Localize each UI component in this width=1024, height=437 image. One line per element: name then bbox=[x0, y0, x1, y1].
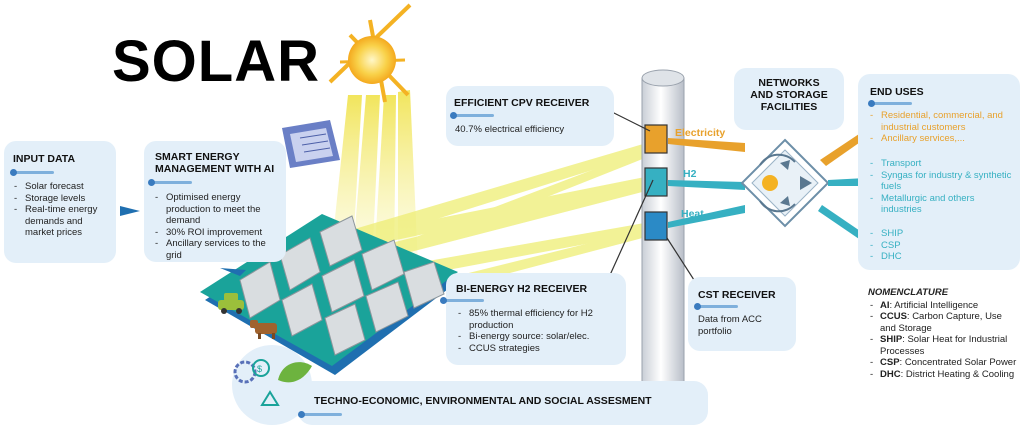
list-item: Ancillary services to the grid bbox=[155, 238, 281, 261]
h2-receiver-list: 85% thermal efficiency for H2 production… bbox=[458, 308, 620, 354]
nomenclature-title: NOMENCLATURE bbox=[868, 287, 949, 298]
abbr: SHIP bbox=[880, 334, 903, 345]
abbr: DHC bbox=[880, 368, 901, 380]
end-uses-heat-list: SHIP CSP DHC bbox=[870, 228, 1016, 263]
list-item: CSP bbox=[870, 240, 1016, 252]
definition: : Artificial Intelligence bbox=[889, 299, 979, 311]
svg-text:$: $ bbox=[257, 364, 262, 374]
input-arrow-icon bbox=[120, 206, 140, 216]
definition: : Carbon Capture, Use and Storage bbox=[880, 311, 1002, 334]
smart-energy-list: Optimised energy production to meet the … bbox=[155, 192, 281, 261]
smart-energy-title: SMART ENERGY MANAGEMENT WITH AI bbox=[155, 151, 275, 175]
end-use-arrows bbox=[818, 132, 866, 241]
list-item: 30% ROI improvement bbox=[155, 227, 281, 239]
cpv-receiver-box: EFFICIENT CPV RECEIVER 40.7% electrical … bbox=[446, 86, 614, 146]
abbr: CCUS bbox=[880, 311, 907, 322]
networks-title: NETWORKS AND STORAGE FACILITIES bbox=[750, 77, 828, 113]
end-uses-box: END USES Residential, commercial, and in… bbox=[858, 74, 1020, 270]
recycle-icon bbox=[260, 390, 280, 406]
assessment-title: TECHNO-ECONOMIC, ENVIRONMENTAL AND SOCIA… bbox=[314, 395, 652, 407]
list-item: SHIP bbox=[870, 228, 1016, 240]
list-item: Solar forecast bbox=[14, 181, 114, 193]
list-item: Storage levels bbox=[14, 193, 114, 205]
heliostat-icon bbox=[239, 215, 445, 356]
h2-receiver-title: BI-ENERGY H2 RECEIVER bbox=[456, 283, 588, 295]
electricity-label: Electricity bbox=[675, 127, 726, 139]
list-item: Syngas for industry & synthetic fuels bbox=[870, 170, 1016, 193]
definition: : District Heating & Cooling bbox=[900, 368, 1015, 380]
nomenclature: NOMENCLATURE AI: Artificial Intelligence… bbox=[868, 287, 1020, 380]
flow-arrows bbox=[668, 138, 745, 228]
input-data-underline bbox=[10, 169, 54, 176]
list-item: DHC: District Heating & Cooling bbox=[868, 369, 1020, 381]
list-item: DHC bbox=[870, 251, 1016, 263]
list-item: AI: Artificial Intelligence bbox=[868, 300, 1020, 312]
smart-energy-box: SMART ENERGY MANAGEMENT WITH AI Optimise… bbox=[144, 141, 286, 262]
input-data-title: INPUT DATA bbox=[13, 153, 76, 165]
end-uses-h2-list: Transport Syngas for industry & syntheti… bbox=[870, 158, 1016, 216]
list-item: CCUS strategies bbox=[458, 343, 620, 355]
assessment-icon-group: $ bbox=[232, 345, 312, 425]
list-item: 85% thermal efficiency for H2 production bbox=[458, 308, 620, 331]
cow-icon bbox=[250, 320, 277, 339]
cst-receiver-box: CST RECEIVER Data from ACC portfolio bbox=[688, 277, 796, 351]
cst-receiver-title: CST RECEIVER bbox=[698, 289, 776, 301]
smart-arrow-icon bbox=[220, 268, 246, 276]
h2-label: H2 bbox=[683, 168, 697, 180]
assessment-underline bbox=[298, 411, 342, 418]
smart-energy-underline bbox=[148, 179, 192, 186]
list-item: CSP: Concentrated Solar Power bbox=[868, 357, 1020, 369]
electricity-receiver-icon bbox=[644, 124, 668, 154]
networks-box: NETWORKS AND STORAGE FACILITIES bbox=[734, 68, 844, 130]
h2-receiver-box: BI-ENERGY H2 RECEIVER 85% thermal effici… bbox=[440, 273, 626, 365]
h2-receiver-icon bbox=[644, 167, 668, 197]
list-item: Real-time energy demands and market pric… bbox=[14, 204, 114, 239]
tower-icon bbox=[641, 69, 685, 424]
list-item: Bi-energy source: solar/elec. bbox=[458, 331, 620, 343]
end-uses-underline bbox=[868, 100, 912, 107]
cpv-receiver-underline bbox=[450, 112, 494, 119]
assessment-box: TECHNO-ECONOMIC, ENVIRONMENTAL AND SOCIA… bbox=[298, 381, 708, 425]
list-item: Metallurgic and others industries bbox=[870, 193, 1016, 216]
cpv-receiver-text: 40.7% electrical efficiency bbox=[455, 124, 565, 135]
input-data-box: INPUT DATA Solar forecast Storage levels… bbox=[4, 141, 116, 263]
abbr: AI bbox=[880, 299, 890, 311]
money-gear-icon: $ bbox=[233, 359, 270, 384]
cpv-receiver-title: EFFICIENT CPV RECEIVER bbox=[454, 97, 590, 109]
list-item: Ancillary services,... bbox=[870, 133, 1016, 145]
definition: : Solar Heat for Industrial Processes bbox=[880, 334, 1008, 357]
definition: : Concentrated Solar Power bbox=[899, 357, 1017, 368]
cst-receiver-text: Data from ACC portfolio bbox=[698, 314, 762, 337]
input-data-list: Solar forecast Storage levels Real-time … bbox=[14, 181, 114, 239]
list-item: SHIP: Solar Heat for Industrial Processe… bbox=[868, 334, 1020, 357]
list-item: Optimised energy production to meet the … bbox=[155, 192, 281, 227]
end-uses-title: END USES bbox=[870, 86, 924, 98]
ai-chip-icon bbox=[282, 120, 340, 168]
leaf-icon bbox=[278, 362, 312, 383]
page-title: SOLAR bbox=[112, 29, 320, 94]
sun-icon bbox=[328, 3, 412, 103]
car-icon bbox=[218, 293, 244, 314]
abbr: CSP bbox=[880, 357, 900, 368]
nomenclature-list: AI: Artificial Intelligence CCUS: Carbon… bbox=[868, 300, 1020, 381]
list-item: Transport bbox=[870, 158, 1016, 170]
h2-receiver-underline bbox=[440, 297, 484, 304]
heat-receiver-icon bbox=[644, 211, 668, 241]
list-item: CCUS: Carbon Capture, Use and Storage bbox=[868, 311, 1020, 334]
end-uses-electricity-list: Residential, commercial, and industrial … bbox=[870, 110, 1016, 145]
cst-receiver-underline bbox=[694, 303, 738, 310]
list-item: Residential, commercial, and industrial … bbox=[870, 110, 1016, 133]
heat-label: Heat bbox=[681, 208, 704, 220]
network-node-icon bbox=[740, 138, 830, 228]
